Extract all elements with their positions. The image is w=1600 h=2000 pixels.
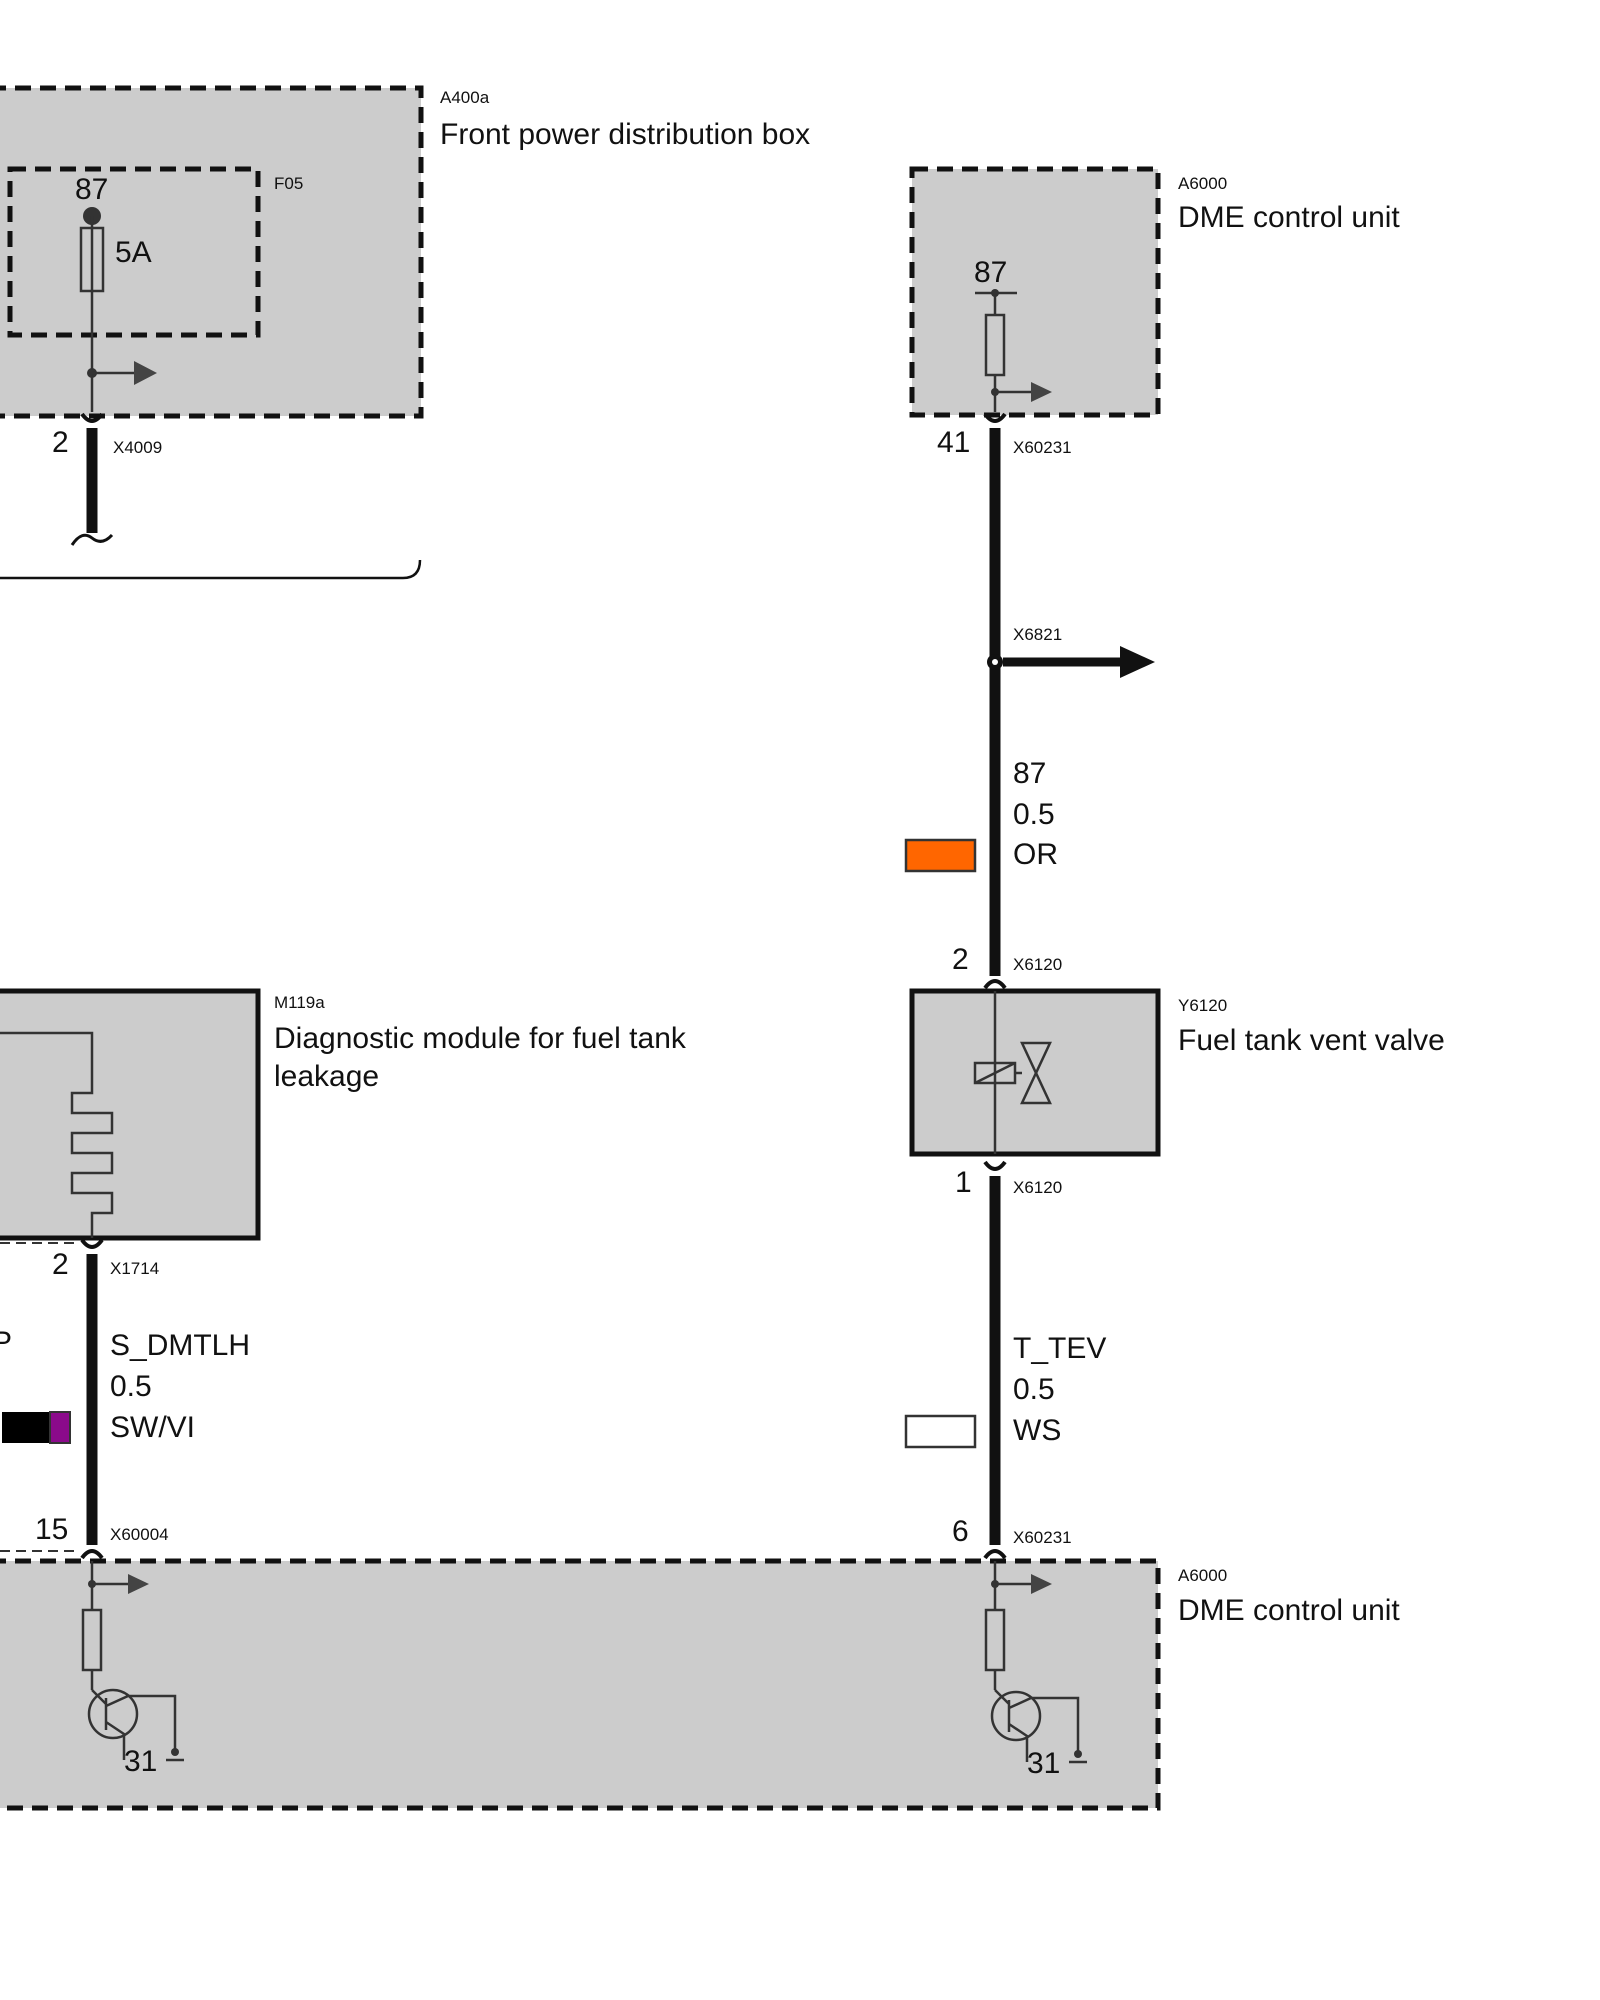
dme-bottom-left-stage: 31 bbox=[81, 1561, 184, 1778]
wire-s-dmtlh-signal: S_DMTLH bbox=[110, 1329, 250, 1362]
left-ground-dot bbox=[171, 1748, 179, 1756]
dme-control-unit-bottom: A6000 DME control unit 31 bbox=[0, 1558, 1400, 1811]
fuse-rating: 5A bbox=[115, 236, 152, 269]
wire-t-tev-signal: T_TEV bbox=[1013, 1332, 1106, 1365]
dme-control-unit-top: A6000 DME control unit 87 bbox=[909, 166, 1400, 418]
x4009-socket bbox=[80, 412, 104, 423]
dme-bottom-name: DME control unit bbox=[1178, 1594, 1400, 1627]
wire-t-tev-label: T_TEV 0.5 WS bbox=[904, 1332, 1106, 1449]
wire-t-tev-size: 0.5 bbox=[1013, 1373, 1055, 1406]
diag-module-code: M119a bbox=[274, 993, 325, 1012]
right-stage-branch-arrow bbox=[1031, 1574, 1052, 1594]
x1714-code: X1714 bbox=[110, 1259, 159, 1278]
wire-87-signal: 87 bbox=[1013, 757, 1046, 790]
wire-s-dmtlh-swatch-black bbox=[2, 1412, 50, 1443]
wire-87-color-swatch bbox=[904, 838, 977, 873]
fuse-code: F05 bbox=[274, 174, 303, 193]
x6120-bottom-pin: 1 bbox=[955, 1166, 972, 1199]
x60231-top-code: X60231 bbox=[1013, 438, 1072, 457]
x6120-bottom-code: X6120 bbox=[1013, 1178, 1062, 1197]
x60231-top-socket bbox=[983, 412, 1007, 423]
front-power-distribution-box: A400a Front power distribution box F05 8… bbox=[0, 85, 810, 419]
x6120-top-code: X6120 bbox=[1013, 955, 1062, 974]
connector-x6120-bottom: 1 X6120 bbox=[955, 1160, 1062, 1199]
x60004-pin: 15 bbox=[35, 1513, 68, 1546]
heater-element-icon bbox=[0, 1031, 114, 1238]
vent-valve-code: Y6120 bbox=[1178, 996, 1227, 1015]
x60004-code: X60004 bbox=[110, 1525, 169, 1544]
fuse-terminal: 87 bbox=[75, 173, 108, 206]
dme-top-code: A6000 bbox=[1178, 174, 1227, 193]
connector-x60004: 15 X60004 bbox=[0, 1513, 169, 1560]
fuel-tank-vent-valve: Y6120 Fuel tank vent valve bbox=[909, 988, 1445, 1157]
front-power-box-code: A400a bbox=[440, 88, 490, 107]
wire-87-label: 87 0.5 OR bbox=[904, 757, 1058, 873]
front-power-box-name: Front power distribution box bbox=[440, 118, 810, 151]
x1714-socket bbox=[80, 1238, 104, 1249]
diag-module-outline bbox=[0, 988, 261, 1241]
right-transistor-icon bbox=[990, 1690, 1042, 1742]
dme-bottom-right-stage: 31 bbox=[984, 1561, 1087, 1780]
x1714-pin: 2 bbox=[52, 1248, 69, 1281]
dme-bottom-outline bbox=[0, 1558, 1161, 1811]
wire-t-tev-color-code: WS bbox=[1013, 1414, 1061, 1447]
splice-x6821-arrow bbox=[1120, 646, 1155, 678]
x4009-pin: 2 bbox=[52, 426, 69, 459]
x60231-top-pin: 41 bbox=[937, 426, 970, 459]
left-edge-p-mark: P bbox=[0, 1326, 12, 1359]
connector-x60231-top: 41 X60231 bbox=[937, 412, 1072, 459]
wire-break-mark bbox=[70, 533, 114, 546]
x6120-top-pin: 2 bbox=[952, 943, 969, 976]
wire-s-dmtlh-color-code: SW/VI bbox=[110, 1411, 195, 1444]
splice-x6821-center bbox=[992, 659, 998, 665]
valve-lower-triangle-icon bbox=[1020, 1070, 1052, 1105]
right-ground-dot bbox=[1074, 1750, 1082, 1758]
right-ground-label: 31 bbox=[1027, 1747, 1060, 1780]
x4009-code: X4009 bbox=[113, 438, 162, 457]
x6120-top-socket bbox=[983, 979, 1007, 990]
wire-s-dmtlh-label: P S_DMTLH 0.5 SW/VI bbox=[0, 1326, 250, 1444]
dme-top-branch-arrow bbox=[1031, 382, 1052, 402]
left-ground-label: 31 bbox=[124, 1745, 157, 1778]
connector-x1714: 2 X1714 bbox=[0, 1238, 159, 1281]
dme-bottom-code: A6000 bbox=[1178, 1566, 1227, 1585]
group-bracket bbox=[0, 559, 422, 580]
fuse-branch-arrow bbox=[134, 361, 157, 385]
vent-valve-name: Fuel tank vent valve bbox=[1178, 1024, 1445, 1057]
dme-top-name: DME control unit bbox=[1178, 201, 1400, 234]
x60231-bottom-code: X60231 bbox=[1013, 1528, 1072, 1547]
left-transistor-icon bbox=[87, 1688, 139, 1740]
front-power-box-outline bbox=[0, 85, 424, 419]
solenoid-coil-slash bbox=[974, 1061, 1016, 1085]
right-transistor-leads bbox=[994, 1689, 1080, 1762]
diag-module-name-line1: Diagnostic module for fuel tank bbox=[274, 1022, 687, 1055]
valve-upper-triangle-icon bbox=[1020, 1041, 1052, 1076]
splice-x6821: X6821 bbox=[987, 625, 1155, 678]
diag-module-name-line2: leakage bbox=[274, 1060, 379, 1093]
dme-top-terminal: 87 bbox=[974, 256, 1007, 289]
diagnostic-module: M119a Diagnostic module for fuel tank le… bbox=[0, 988, 687, 1241]
connector-x60231-bottom: 6 X60231 bbox=[952, 1515, 1072, 1560]
wire-s-dmtlh-size: 0.5 bbox=[110, 1370, 152, 1403]
wire-87-color-code: OR bbox=[1013, 838, 1058, 871]
dme-top-outline bbox=[909, 166, 1161, 418]
left-transistor-leads bbox=[91, 1689, 177, 1760]
wire-87-size: 0.5 bbox=[1013, 798, 1055, 831]
left-stage-branch-arrow bbox=[128, 1574, 149, 1594]
connector-x4009: 2 X4009 bbox=[0, 412, 422, 580]
splice-x6821-code: X6821 bbox=[1013, 625, 1062, 644]
x60231-bottom-pin: 6 bbox=[952, 1515, 969, 1548]
x60231-bottom-socket bbox=[983, 1549, 1007, 1560]
wire-t-tev-color-swatch bbox=[904, 1414, 977, 1449]
x6120-bottom-socket bbox=[983, 1160, 1007, 1171]
connector-x6120-top: 2 X6120 bbox=[952, 943, 1062, 990]
wire-s-dmtlh-swatch-violet bbox=[49, 1411, 71, 1444]
fuse-f05-outline bbox=[7, 166, 261, 338]
x60004-socket bbox=[80, 1549, 104, 1560]
